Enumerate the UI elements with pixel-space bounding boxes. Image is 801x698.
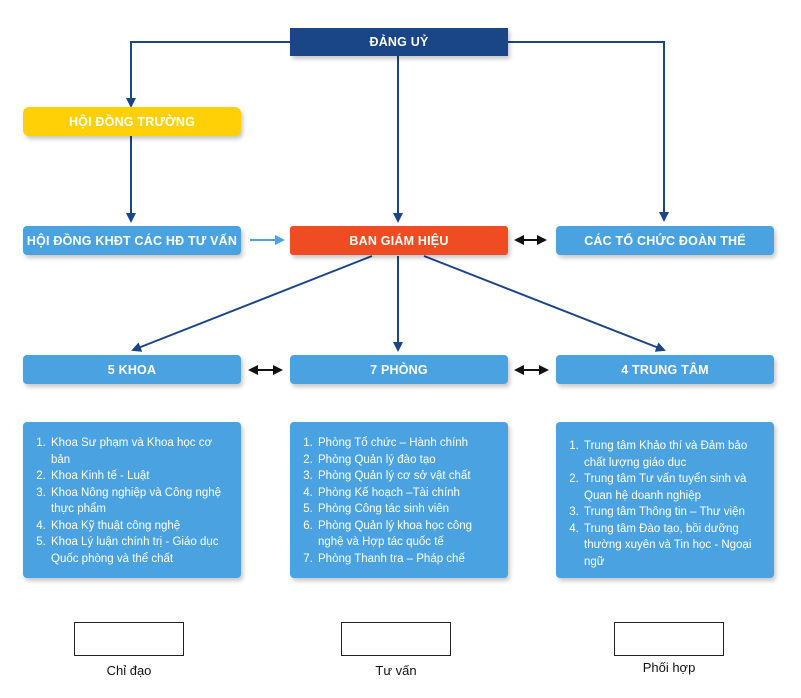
arrow-bgh-to-khoa	[131, 255, 373, 352]
node-hoi-dong-khdt-label: HỘI ĐỒNG KHĐT CÁC HĐ TƯ VẤN	[26, 233, 238, 248]
legend-chi-dao-label: Chỉ đạo	[106, 663, 152, 678]
list-item: Khoa Sư phạm và Khoa học cơ bản	[49, 435, 231, 468]
node-dang-uy-label: ĐẢNG UỶ	[369, 35, 429, 49]
arrow-dangu-to-tochuc	[508, 41, 669, 222]
node-hoi-dong-truong-label: HỘI ĐỒNG TRƯỜNG	[68, 114, 196, 129]
list-item: Trung tâm Khảo thí và Đảm bảo chất lượng…	[582, 438, 764, 471]
node-7-phong: 7 PHÒNG	[290, 355, 508, 384]
node-cac-to-chuc-doan-the: CÁC TỔ CHỨC ĐOÀN THỂ	[556, 226, 774, 255]
legend-tu-van-box	[341, 622, 451, 656]
list-phong: Phòng Tổ chức – Hành chính Phòng Quản lý…	[290, 422, 508, 578]
list-item: Khoa Kinh tế - Luật	[49, 468, 231, 485]
list-item: Trung tâm Thông tin – Thư viện	[582, 504, 764, 521]
list-item: Phòng Kế hoạch –Tài chính	[316, 485, 498, 502]
list-item: Khoa Kỹ thuật công nghệ	[49, 518, 231, 535]
arrow-bgh-to-trungtam	[423, 255, 666, 352]
node-hoi-dong-khdt: HỘI ĐỒNG KHĐT CÁC HĐ TƯ VẤN	[23, 226, 241, 255]
legend-chi-dao-box	[74, 622, 184, 656]
list-item: Khoa Nông nghiệp và Công nghệ thực phẩm	[49, 485, 231, 518]
legend-phoi-hop-box	[614, 622, 724, 656]
arrow-dangu-to-hdt	[126, 41, 290, 108]
node-ban-giam-hieu-label: BAN GIÁM HIỆU	[349, 233, 449, 248]
list-item: Phòng Công tác sinh viên	[316, 501, 498, 518]
list-item: Phòng Thanh tra – Pháp chế	[316, 551, 498, 568]
node-ban-giam-hieu: BAN GIÁM HIỆU	[290, 226, 508, 255]
list-item: Phòng Quản lý đào tạo	[316, 452, 498, 469]
node-hoi-dong-truong: HỘI ĐỒNG TRƯỜNG	[23, 107, 241, 136]
legend-phoi-hop-label: Phối hợp	[642, 660, 696, 675]
node-dang-uy: ĐẢNG UỶ	[290, 28, 508, 56]
node-4-trung-tam: 4 TRUNG TÂM	[556, 355, 774, 384]
list-trung-tam: Trung tâm Khảo thí và Đảm bảo chất lượng…	[556, 422, 774, 578]
list-item: Phòng Quản lý khoa học công nghệ và Hợp …	[316, 518, 498, 551]
list-item: Khoa Lý luận chính trị - Giáo dục Quốc p…	[49, 534, 231, 567]
node-7-phong-label: 7 PHÒNG	[370, 362, 428, 377]
node-cac-to-chuc-label: CÁC TỔ CHỨC ĐOÀN THỂ	[584, 233, 746, 248]
list-item: Phòng Tổ chức – Hành chính	[316, 435, 498, 452]
list-item: Trung tâm Tư vấn tuyển sinh và Quan hệ d…	[582, 471, 764, 504]
list-item: Phòng Quản lý cơ sở vật chất	[316, 468, 498, 485]
node-4-trung-tam-label: 4 TRUNG TÂM	[621, 362, 709, 377]
node-5-khoa-label: 5 KHOA	[107, 362, 157, 377]
list-item: Trung tâm Đào tạo, bồi dưỡng thường xuyê…	[582, 521, 764, 571]
node-5-khoa: 5 KHOA	[23, 355, 241, 384]
legend-tu-van-label: Tư vấn	[375, 663, 417, 678]
list-khoa: Khoa Sư phạm và Khoa học cơ bản Khoa Kin…	[23, 422, 241, 578]
